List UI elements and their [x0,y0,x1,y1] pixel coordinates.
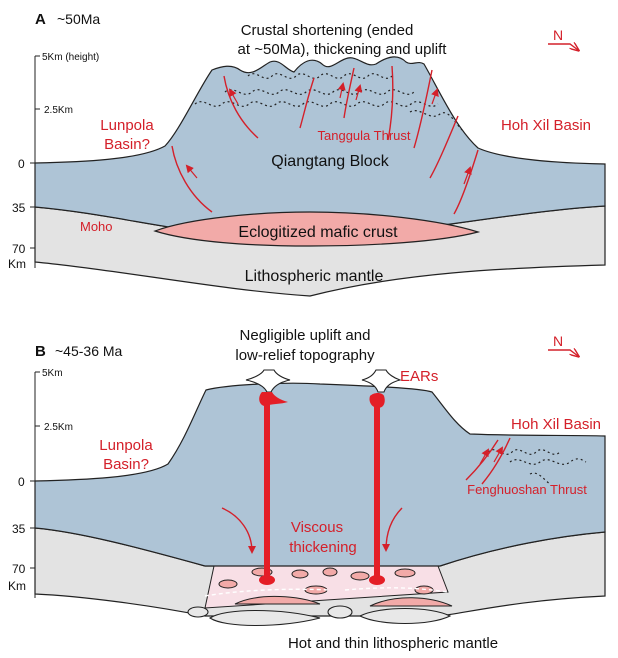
panel-a-eclogite-label: Eclogitized mafic crust [238,224,398,241]
panel-b-viscous-line2: thickening [289,539,357,556]
panel-a-thrust-faults [171,65,479,215]
panel-b-axis-35: 35 [12,522,26,536]
panel-a-north-label: N [553,27,563,43]
panel-a-thrust-arrows [185,82,472,185]
panel-b-folded-strata [487,449,587,485]
panel-b-axis-70: 70 [12,562,26,576]
panel-a-eclogitized-mafic-crust [153,211,481,247]
panel-a-axis-5km: 5Km (height) [42,52,99,63]
panel-a-hoh-xil-basin: Hoh Xil Basin [501,117,591,134]
panel-b-dashed-boundaries [204,587,449,597]
panel-a-axis-70: 70 [12,242,26,256]
panel-b-fenghuoshan-thrust: Fenghuoshan Thrust [467,482,587,497]
panel-b-hoh-xil-basin: Hoh Xil Basin [511,416,601,433]
panel-b-axis-5km: 5Km [42,368,63,379]
panel-b-axis-unit: Km [8,579,26,593]
panel-b-axis-2-5km: 2.5Km [44,422,73,433]
panel-b-lunpola-line1: Lunpola [99,437,153,454]
panel-b-delaminated-blocks [187,605,452,626]
panel-b-age: ~45-36 Ma [55,343,123,359]
panel-a-axis-0: 0 [18,157,25,171]
panel-a-axis-2-5km: 2.5Km [44,105,73,116]
panel-b-ear-conduit-right [361,369,402,585]
panel-b: B ~45-36 Ma Negligible uplift and low-re… [8,327,606,652]
panel-b-north-label: N [553,333,563,349]
panel-a-title-line1: Crustal shortening (ended [241,22,414,39]
panel-a-tanggula-thrust: Tanggula Thrust [318,128,411,143]
panel-a-axis-unit: Km [8,257,26,271]
panel-a-title-line2: at ~50Ma), thickening and uplift [238,41,448,58]
panel-b-viscous-flow-arrows [221,507,403,554]
panel-a-vertical-axis [30,55,40,268]
panel-a-axis-35: 35 [12,201,26,215]
panel-b-title-line2: low-relief topography [235,347,375,364]
panel-b-lunpola-line2: Basin? [103,456,149,473]
panel-b-ears-label: EARs [400,368,438,385]
panel-b-viscous-line1: Viscous [291,519,343,536]
panel-a-lunpola-line2: Basin? [104,136,150,153]
panel-a-label: A [35,11,46,28]
panel-b-mantle-label: Hot and thin lithospheric mantle [288,635,498,652]
panel-b-crust [34,382,606,567]
panel-a-qiangtang-block: Qiangtang Block [271,153,389,170]
panel-b-ear-conduit-left [245,369,291,585]
panel-a-age: ~50Ma [57,11,100,27]
panel-a-folded-strata [194,73,463,131]
panel-b-axis-0: 0 [18,475,25,489]
panel-b-title-line1: Negligible uplift and [240,327,371,344]
panel-a: A ~50Ma Crustal shortening (ended at ~50… [8,11,606,297]
panel-b-eclogite-blobs [218,567,453,607]
panel-a-lunpola-line1: Lunpola [100,117,154,134]
panel-a-crust [34,56,606,229]
panel-b-north-arrow [548,350,578,356]
panel-b-thrust-arrows [479,446,503,465]
panel-a-moho: Moho [80,219,113,234]
panel-b-label: B [35,343,46,360]
panel-b-vertical-axis [30,371,40,598]
panel-a-north-arrow [548,44,578,50]
panel-b-thrust-faults [465,437,511,485]
panel-a-mantle-label: Lithospheric mantle [245,268,384,285]
